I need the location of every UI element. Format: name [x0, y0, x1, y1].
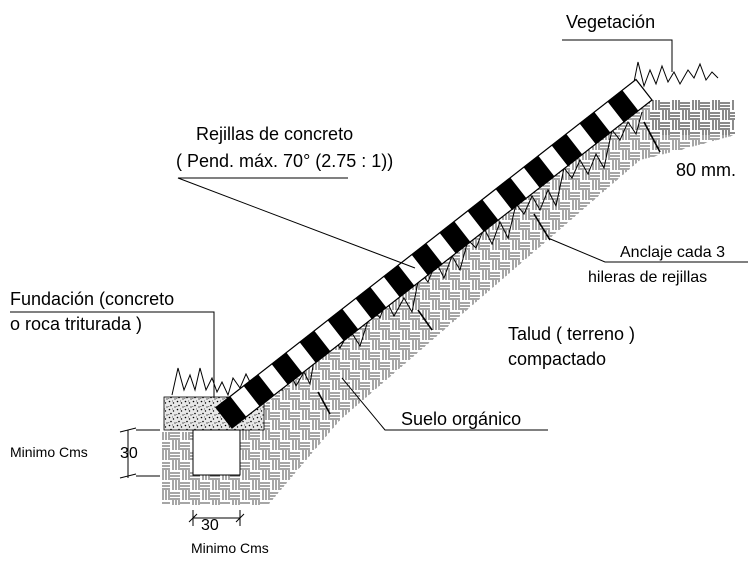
upper-terrain-band	[650, 100, 735, 135]
grid-title-label: Rejillas de concreto	[196, 124, 353, 144]
vegetation-label: Vegetación	[566, 12, 655, 32]
grid-leader	[177, 177, 416, 269]
grid-band-outline	[215, 78, 653, 429]
organic-soil-leader	[341, 377, 548, 431]
foundation-leader	[10, 311, 215, 398]
min-depth-label: Minimo Cms	[10, 444, 88, 460]
width-dimension	[188, 510, 245, 526]
top-vegetation	[631, 61, 719, 93]
depth-dimension	[119, 427, 160, 479]
min-width-label: Minimo Cms	[191, 540, 269, 556]
concrete-grid-band	[215, 78, 653, 429]
vegetation-leader	[562, 39, 673, 72]
slope-label-line1: Talud ( terreno )	[508, 324, 635, 344]
foundation-vegetation	[171, 367, 265, 397]
thickness-label: 80 mm.	[676, 160, 736, 180]
foundation-label-line1: Fundación (concreto	[10, 289, 174, 309]
min-width-value: 30	[201, 517, 219, 534]
organic-soil-label: Suelo orgánico	[401, 409, 521, 429]
min-depth-value: 30	[120, 445, 138, 462]
leader-lines	[10, 39, 748, 431]
anchor-label-line1: Anclaje cada 3	[620, 244, 725, 261]
anchor-spikes	[317, 121, 661, 415]
foundation-footing	[192, 429, 241, 476]
foundation-label-line2: o roca triturada )	[10, 314, 142, 334]
compacted-soil-mass	[162, 100, 735, 505]
anchor-label-line2: hileras de rejillas	[588, 269, 707, 286]
slope-label-line2: compactado	[508, 349, 606, 369]
grid-slope-label: ( Pend. máx. 70° (2.75 : 1))	[176, 151, 393, 171]
anchor-leader	[547, 237, 748, 263]
